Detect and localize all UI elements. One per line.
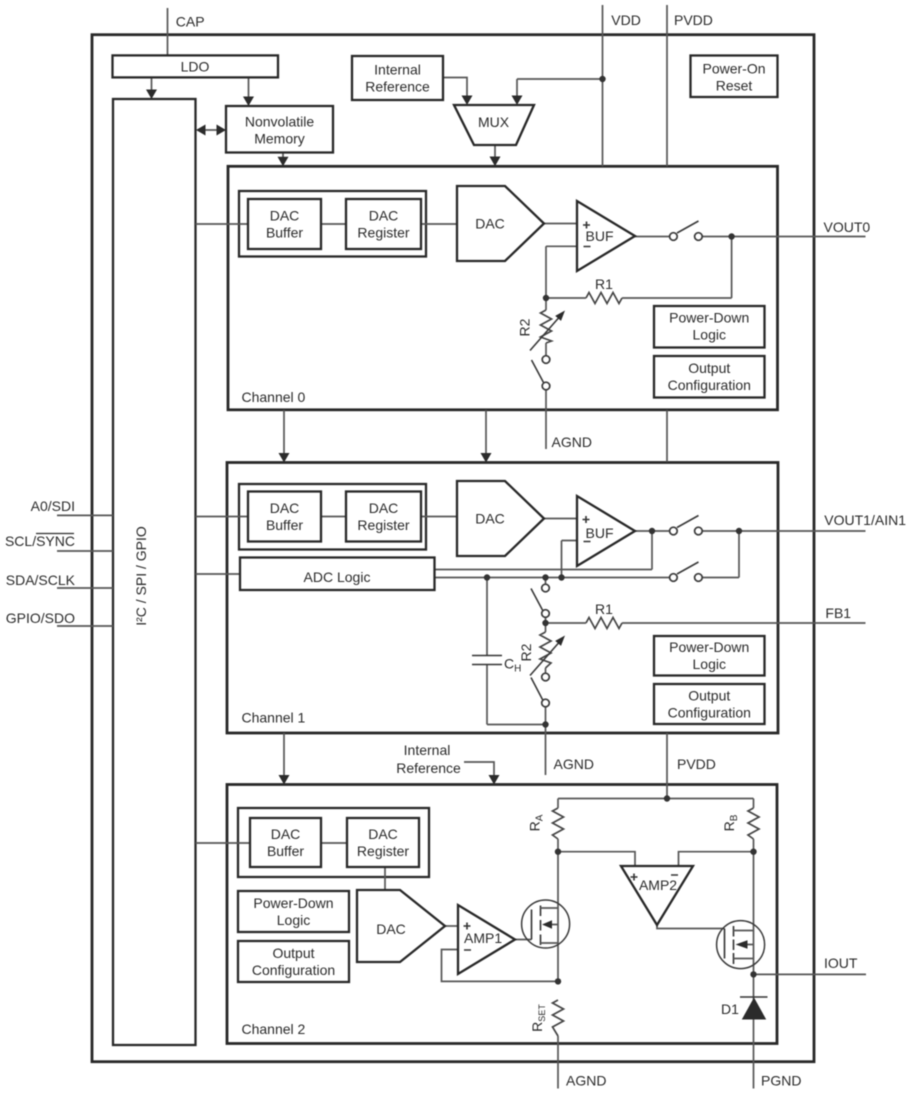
svg-text:R2: R2 [517, 318, 533, 336]
svg-text:Reference: Reference [365, 79, 430, 95]
svg-text:PVDD: PVDD [677, 756, 716, 772]
svg-text:A0/SDI: A0/SDI [31, 498, 75, 514]
svg-text:FB1: FB1 [825, 605, 851, 621]
svg-text:IOUT: IOUT [824, 955, 858, 971]
svg-text:DAC: DAC [270, 208, 300, 224]
svg-text:SDA/SCLK: SDA/SCLK [6, 572, 76, 588]
svg-text:CAP: CAP [176, 13, 205, 29]
svg-text:ADC Logic: ADC Logic [304, 569, 371, 585]
svg-text:DAC: DAC [376, 921, 406, 937]
svg-text:AMP1: AMP1 [464, 930, 502, 946]
svg-text:Internal: Internal [404, 742, 451, 758]
svg-text:BUF: BUF [586, 525, 614, 541]
svg-text:DAC: DAC [369, 208, 399, 224]
svg-text:DAC: DAC [270, 500, 300, 516]
svg-text:R1: R1 [595, 601, 613, 617]
svg-text:Power-On: Power-On [702, 61, 765, 77]
svg-text:AMP2: AMP2 [639, 877, 677, 893]
svg-text:Reference: Reference [396, 760, 461, 776]
svg-text:VOUT1/AIN1: VOUT1/AIN1 [824, 512, 906, 528]
svg-text:Register: Register [357, 843, 409, 859]
svg-text:Buffer: Buffer [266, 225, 303, 241]
svg-text:Logic: Logic [277, 912, 310, 928]
svg-text:Reset: Reset [716, 78, 753, 94]
svg-text:Configuration: Configuration [668, 705, 751, 721]
svg-text:I²C / SPI / GPIO: I²C / SPI / GPIO [133, 526, 149, 626]
svg-text:Channel 1: Channel 1 [242, 710, 306, 726]
svg-text:Output: Output [272, 945, 314, 961]
svg-text:Buffer: Buffer [267, 843, 304, 859]
svg-text:Channel 0: Channel 0 [242, 389, 306, 405]
svg-text:D1: D1 [721, 1001, 739, 1017]
svg-text:Memory: Memory [254, 131, 305, 147]
svg-text:Register: Register [357, 225, 409, 241]
svg-text:AGND: AGND [566, 1073, 606, 1089]
svg-text:Configuration: Configuration [252, 962, 335, 978]
svg-text:Logic: Logic [693, 327, 726, 343]
svg-text:R2: R2 [518, 643, 534, 661]
svg-text:Nonvolatile: Nonvolatile [245, 114, 314, 130]
svg-text:Power-Down: Power-Down [669, 310, 749, 326]
svg-text:R1: R1 [595, 276, 613, 292]
svg-text:AGND: AGND [554, 756, 594, 772]
svg-text:Logic: Logic [693, 656, 726, 672]
svg-text:VDD: VDD [611, 12, 641, 28]
svg-text:DAC: DAC [369, 500, 399, 516]
svg-text:MUX: MUX [478, 114, 510, 130]
svg-text:Output: Output [688, 360, 730, 376]
svg-text:PGND: PGND [761, 1073, 801, 1089]
svg-text:Power-Down: Power-Down [253, 895, 333, 911]
svg-text:Channel 2: Channel 2 [242, 1021, 306, 1037]
svg-text:Buffer: Buffer [266, 517, 303, 533]
svg-text:GPIO/SDO: GPIO/SDO [6, 610, 75, 626]
svg-text:DAC: DAC [368, 826, 398, 842]
svg-text:AGND: AGND [552, 434, 592, 450]
svg-text:VOUT0: VOUT0 [824, 219, 871, 235]
svg-text:DAC: DAC [475, 216, 505, 232]
svg-text:Output: Output [688, 688, 730, 704]
svg-text:BUF: BUF [586, 228, 614, 244]
svg-text:Internal: Internal [374, 62, 421, 78]
svg-text:Power-Down: Power-Down [669, 639, 749, 655]
svg-text:Configuration: Configuration [668, 377, 751, 393]
svg-text:SCL/SYNC: SCL/SYNC [5, 533, 75, 549]
svg-text:Register: Register [357, 517, 409, 533]
svg-text:PVDD: PVDD [674, 12, 713, 28]
svg-text:DAC: DAC [475, 511, 505, 527]
svg-text:LDO: LDO [181, 59, 210, 75]
svg-text:DAC: DAC [271, 826, 301, 842]
